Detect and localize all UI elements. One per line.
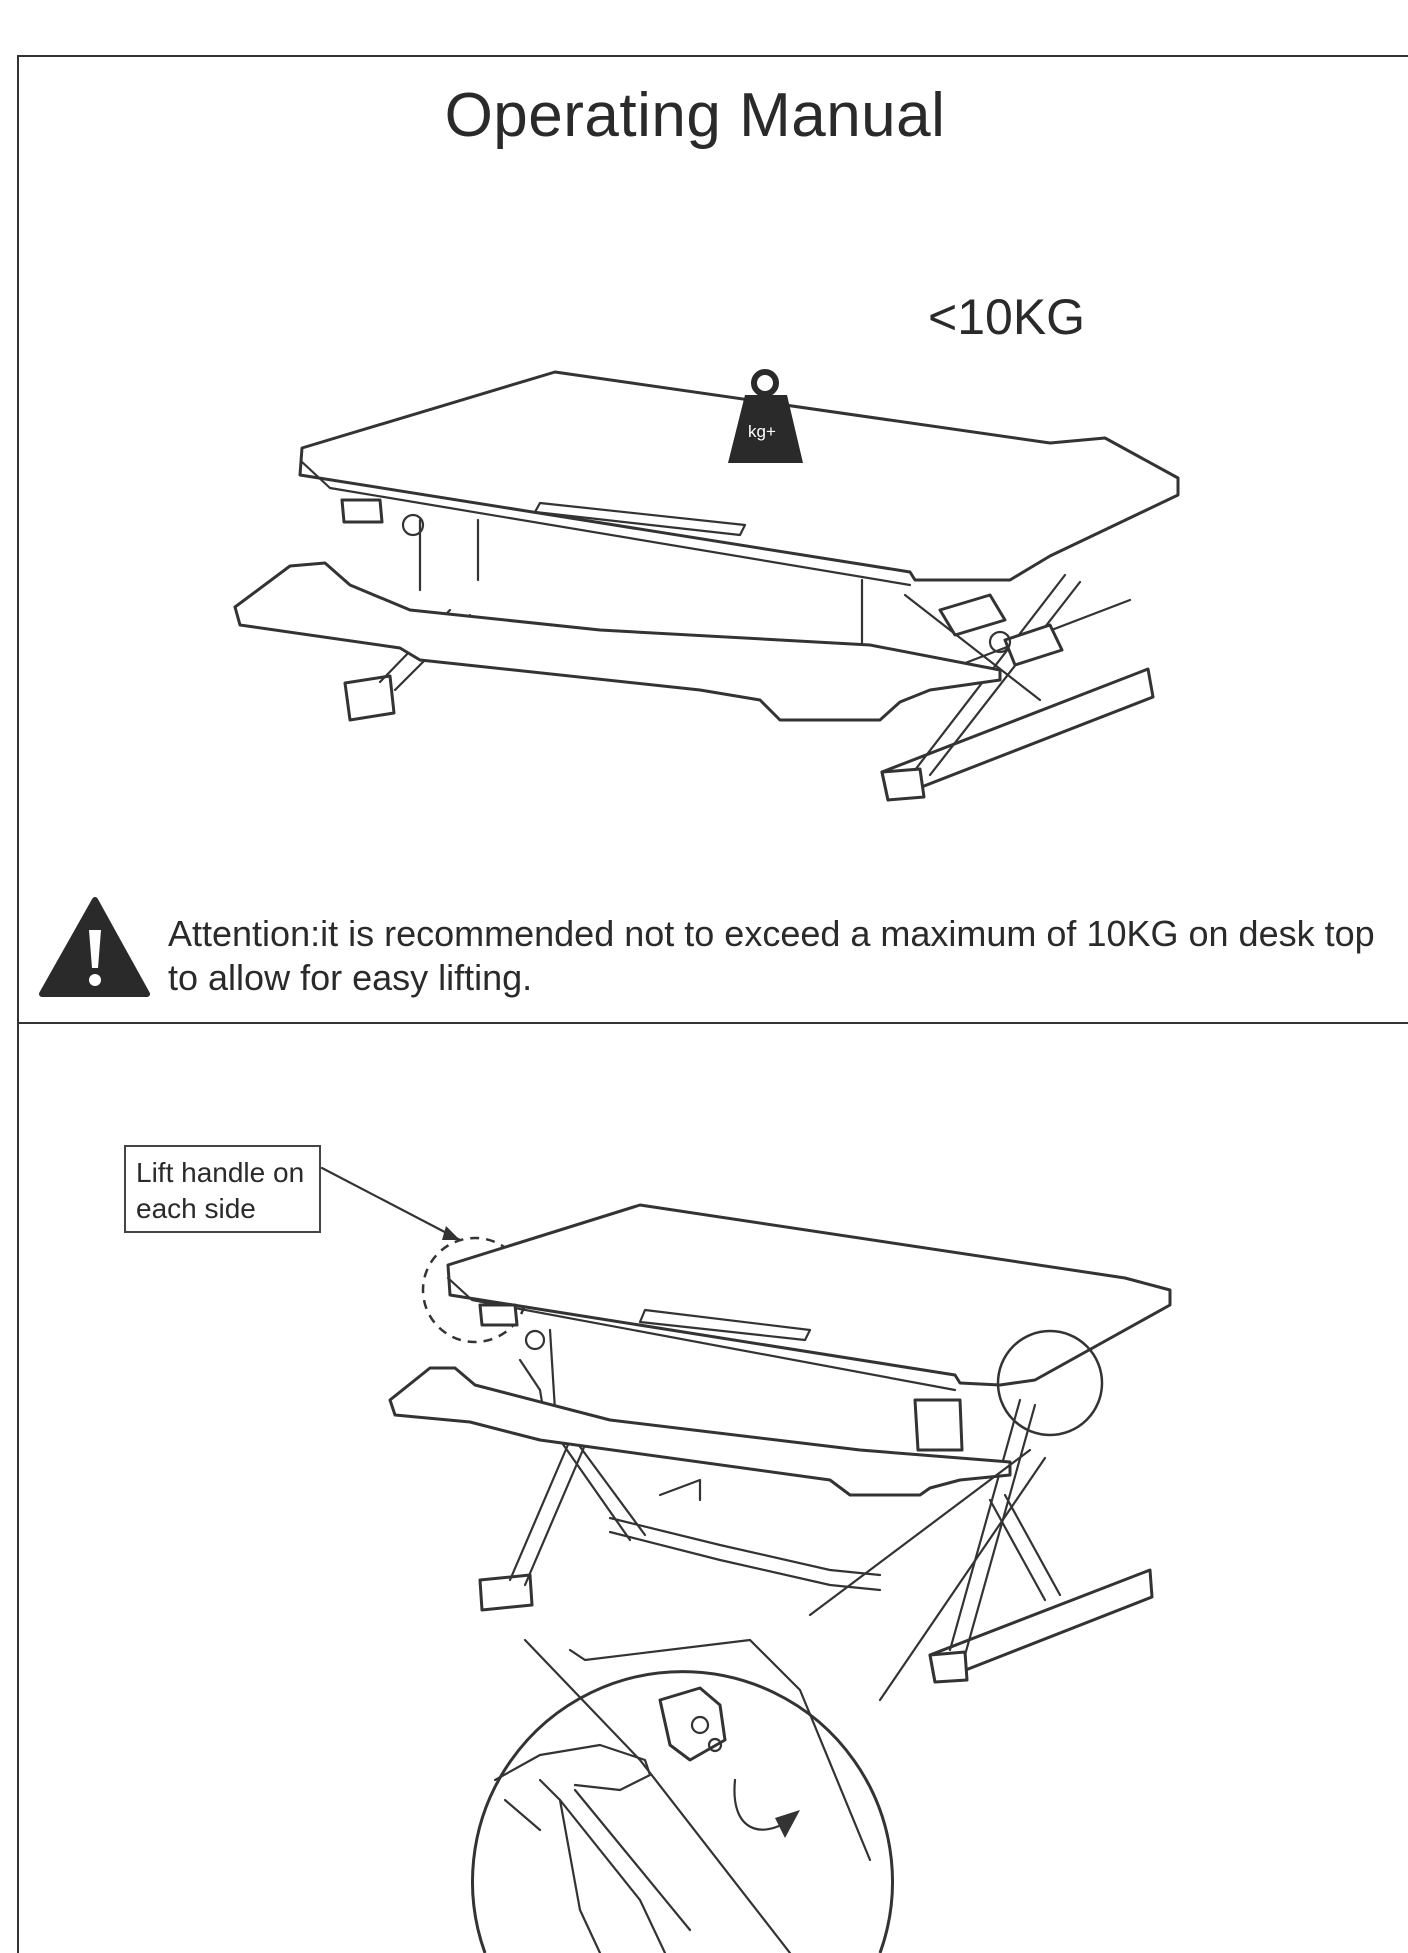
callout-line-2: each side [136,1193,256,1224]
weight-icon [728,369,803,463]
warning-icon [39,897,150,997]
page-title: Operating Manual [444,81,946,150]
callout-line-1: Lift handle on [136,1157,305,1188]
lift-handle-callout: Lift handle on each side [124,1145,321,1233]
top-border [18,55,1408,57]
left-border [17,55,19,1953]
section-divider [18,1022,1408,1024]
weight-icon-label: kg+ [748,422,776,441]
attention-text: Attention:it is recommended not to excee… [168,913,1375,998]
weight-limit-label: <10KG [928,289,1086,345]
